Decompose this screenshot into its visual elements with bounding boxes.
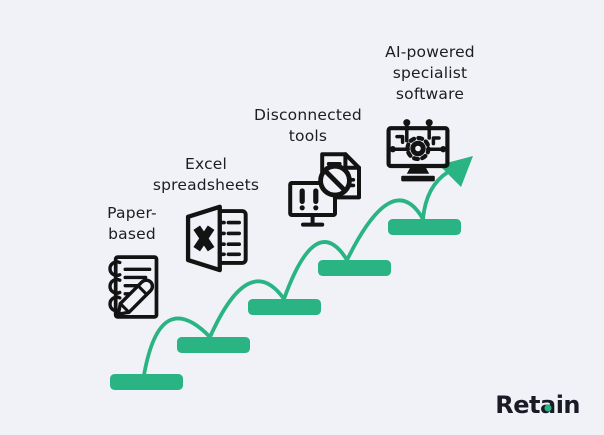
retain-logo: Retain [495, 391, 580, 419]
excel-file-icon [178, 201, 250, 273]
growth-curve-hop-1 [142, 316, 212, 377]
stage-label-paper-based: Paper- based [107, 204, 157, 244]
disconnected-tools-icon [287, 149, 367, 233]
notebook-pencil-icon [98, 252, 166, 322]
logo-a-dot-icon [544, 404, 552, 412]
growth-curve-hop-3 [282, 240, 349, 301]
ai-software-monitor-icon [383, 116, 453, 188]
logo-text-pre: Ret [495, 391, 540, 419]
logo-letter-a: a [540, 391, 556, 419]
stage-label-excel-spreadsheets: Excel spreadsheets [152, 155, 260, 195]
logo-text-post: in [555, 391, 581, 419]
step-5 [388, 219, 461, 235]
stage-label-disconnected-tools: Disconnected tools [254, 106, 362, 146]
growth-curve-hop-2 [208, 279, 286, 339]
step-4 [318, 260, 391, 276]
step-1 [110, 374, 183, 390]
growth-curve-hop-4 [345, 198, 425, 262]
step-3 [248, 299, 321, 315]
stage-label-ai-powered-software: AI-powered specialist software [385, 43, 475, 104]
step-2 [177, 337, 250, 353]
growth-arrow-shaft [421, 170, 450, 221]
